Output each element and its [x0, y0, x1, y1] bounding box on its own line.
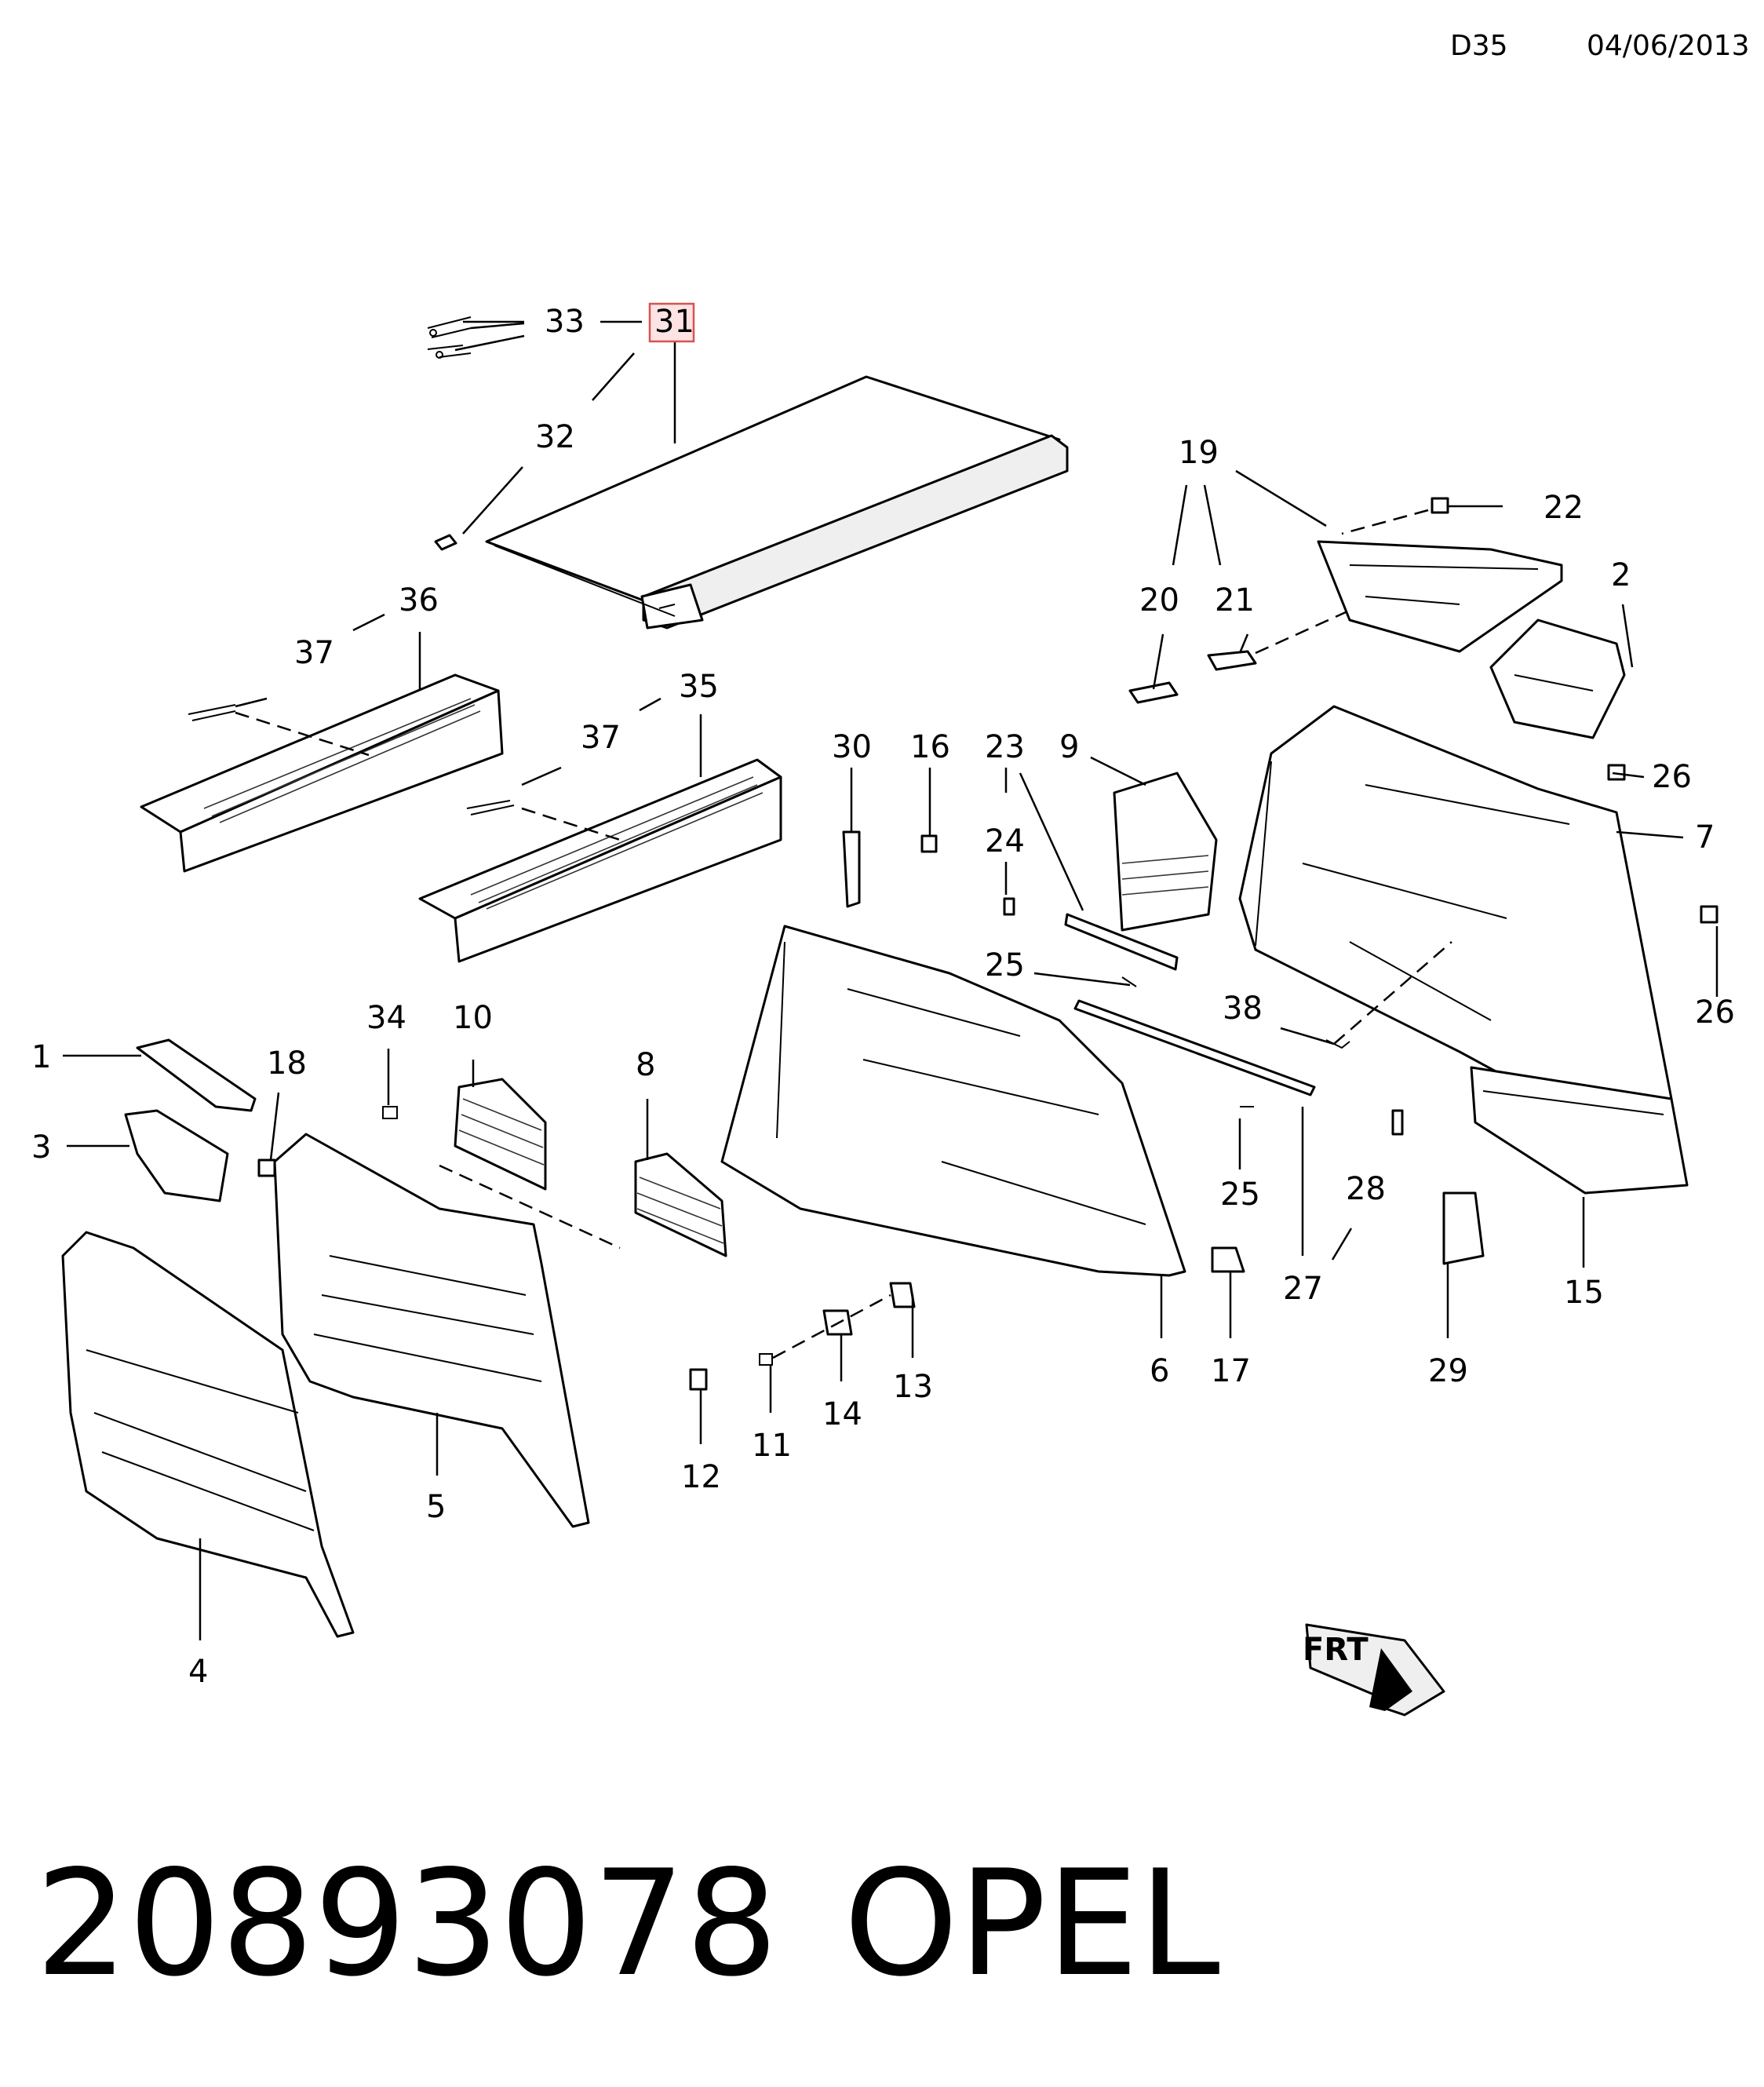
diagram-code: D35	[1450, 30, 1508, 62]
front-direction-arrow-icon: FRT	[1303, 1623, 1445, 1717]
callout-32: 32	[535, 419, 575, 455]
callout-2: 2	[1611, 557, 1631, 593]
part-20-21-lights	[1128, 650, 1257, 704]
callout-9: 9	[1059, 729, 1079, 765]
part-4-panel	[61, 1231, 355, 1638]
callout-10: 10	[453, 1000, 493, 1036]
callout-5: 5	[426, 1489, 446, 1525]
callout-14: 14	[822, 1396, 862, 1432]
callout-22: 22	[1544, 490, 1584, 526]
part-35-sill-plate	[418, 758, 782, 963]
part-23-strip	[1064, 913, 1179, 971]
callout-33: 33	[545, 304, 585, 340]
callout-11: 11	[752, 1428, 792, 1464]
callout-31-highlight-box	[648, 302, 695, 343]
callout-1: 1	[31, 1039, 51, 1075]
callout-21: 21	[1215, 582, 1255, 618]
callout-25-a: 25	[985, 947, 1025, 983]
part-37a-pin	[188, 704, 236, 721]
callout-26-b: 26	[1695, 994, 1735, 1031]
callout-13: 13	[893, 1369, 933, 1405]
part-number: 20893078	[35, 1838, 778, 2009]
callout-18: 18	[267, 1045, 307, 1082]
part-28-clip	[1391, 1109, 1404, 1136]
part-37b-pin	[466, 800, 515, 815]
callout-34: 34	[366, 1000, 406, 1036]
callout-12: 12	[681, 1459, 721, 1495]
part-7-right-quarter-trim	[1238, 705, 1673, 1104]
part-17-clip	[1211, 1246, 1245, 1273]
part-19-upper-trim	[1317, 540, 1563, 653]
callout-30: 30	[832, 729, 872, 765]
callout-24: 24	[985, 823, 1025, 859]
part-11-screw	[759, 1353, 773, 1366]
part-9-grille	[1113, 772, 1218, 932]
callout-17: 17	[1211, 1353, 1251, 1389]
callout-3: 3	[31, 1129, 51, 1166]
part-6-left-quarter-trim	[720, 925, 1186, 1277]
part-18-clip	[257, 1158, 276, 1177]
part-25-screw	[1121, 976, 1254, 1107]
brand-name: OPEL	[844, 1838, 1220, 2009]
leader-lines	[63, 320, 1718, 1640]
part-27-rail	[1073, 999, 1316, 1096]
front-direction-label: FRT	[1303, 1632, 1369, 1668]
callout-31: 31	[654, 304, 694, 340]
part-34-screw	[382, 1106, 398, 1119]
callout-26-a: 26	[1652, 759, 1692, 795]
callout-15: 15	[1564, 1275, 1604, 1311]
part-33-clips	[427, 316, 472, 359]
part-5-panel	[273, 1133, 590, 1528]
part-1-trim	[136, 1038, 257, 1112]
part-12-nut	[689, 1368, 708, 1391]
callout-6: 6	[1150, 1353, 1169, 1389]
part-2-bin	[1489, 618, 1626, 739]
part-15-lower-trim	[1470, 1066, 1689, 1195]
diagram-date: 04/06/2013	[1587, 30, 1750, 62]
part-31-cargo-cover	[434, 375, 1069, 629]
part-8-grille	[634, 1152, 727, 1257]
callout-27: 27	[1283, 1271, 1323, 1307]
callout-8: 8	[636, 1047, 655, 1083]
part-13-clip	[889, 1282, 916, 1308]
callout-4: 4	[188, 1654, 208, 1690]
part-22-clip	[1431, 497, 1449, 514]
callout-38: 38	[1223, 991, 1263, 1027]
callout-35: 35	[679, 669, 719, 705]
callout-36: 36	[399, 582, 439, 618]
callout-7: 7	[1695, 819, 1715, 856]
part-36-sill-plate	[140, 673, 504, 873]
callout-16: 16	[910, 729, 950, 765]
part-10-grille	[454, 1078, 547, 1191]
callout-29: 29	[1428, 1353, 1468, 1389]
callout-19: 19	[1179, 435, 1219, 471]
part-29-latch	[1442, 1191, 1485, 1265]
part-30-bracket	[842, 830, 861, 908]
callout-37-a: 37	[294, 635, 334, 671]
part-26-clips	[1607, 764, 1718, 924]
part-24-clip	[1003, 897, 1015, 916]
callout-28: 28	[1346, 1171, 1386, 1207]
callout-37-b: 37	[581, 720, 621, 756]
callout-23: 23	[985, 729, 1025, 765]
part-16-clip	[920, 834, 938, 853]
part-3-bin	[124, 1109, 229, 1202]
callout-20: 20	[1139, 582, 1179, 618]
callout-25-b: 25	[1220, 1177, 1260, 1213]
